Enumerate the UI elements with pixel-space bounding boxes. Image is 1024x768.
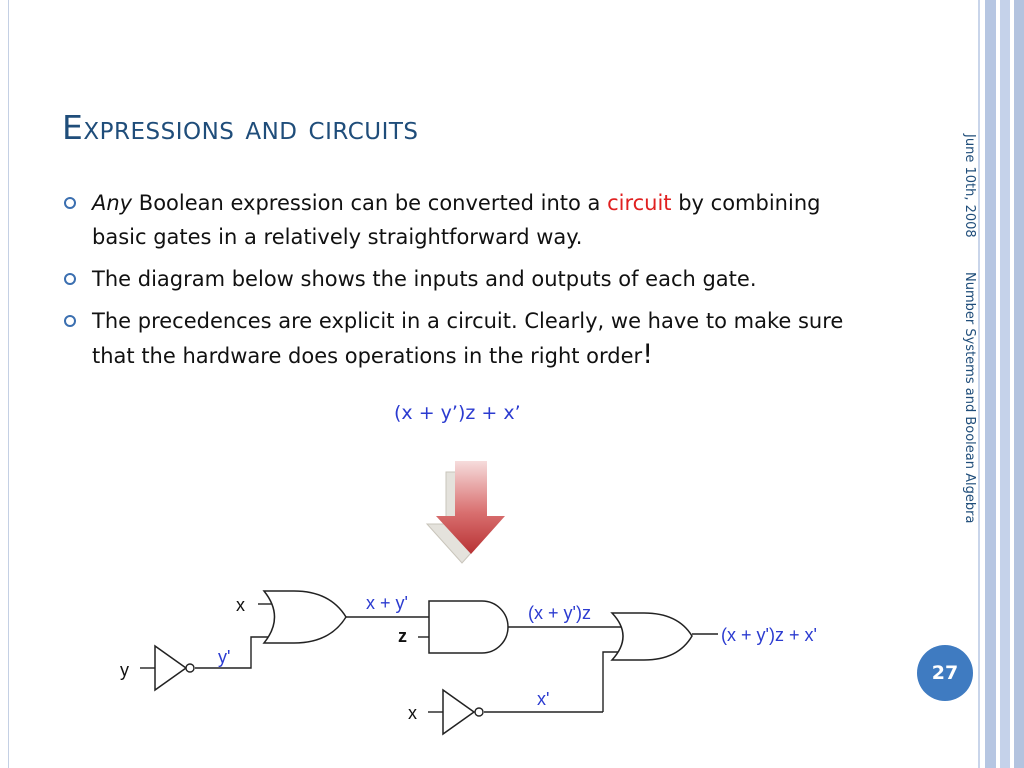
bullet-circle-icon: [64, 315, 76, 327]
side-date: June 10th, 2008: [962, 134, 977, 238]
page-number-badge: 27: [917, 645, 973, 701]
bullet-emphasis: Any: [92, 191, 133, 215]
not-gate-icon: [442, 688, 484, 736]
not-gate-icon: [154, 644, 195, 692]
final-output-label: (x + y')z + x': [721, 625, 817, 645]
slide-title: Expressions and circuits: [62, 108, 419, 147]
wire-x-not-label: x': [537, 689, 549, 709]
bullet-exclamation: !: [642, 339, 654, 370]
bullet-circle-icon: [64, 273, 76, 285]
frame-right-stripe: [1014, 0, 1024, 768]
bullet-text: The precedences are explicit in a circui…: [92, 309, 844, 368]
bullet-text: Boolean expression can be converted into…: [132, 191, 608, 215]
bullet-item: Any Boolean expression can be converted …: [62, 186, 862, 254]
and-output-label: (x + y')z: [528, 603, 591, 623]
input-y-label: y: [120, 660, 129, 680]
or-output-label: x + y': [366, 593, 408, 613]
input-z-label: z: [398, 626, 407, 646]
down-arrow-icon: [425, 461, 505, 564]
boolean-expression: (x + y’)z + x’: [394, 402, 521, 424]
frame-right-stripe: [1000, 0, 1010, 768]
bullet-circle-icon: [64, 197, 76, 209]
input-x-bottom-label: x: [408, 703, 417, 723]
or-gate-icon: [262, 590, 347, 644]
bullet-text: by combining basic gates in a relatively…: [92, 191, 821, 249]
bullet-text: The diagram below shows the inputs and o…: [92, 267, 757, 291]
bullet-item: The diagram below shows the inputs and o…: [62, 262, 862, 296]
input-x-label: x: [236, 595, 245, 615]
frame-right-stripe: [978, 0, 980, 768]
frame-left-line: [8, 0, 9, 768]
frame-right-stripe: [985, 0, 996, 768]
wire-y-not-label: y': [218, 647, 230, 667]
side-topic: Number Systems and Boolean Algebra: [962, 272, 977, 524]
or-gate-icon: [610, 612, 693, 661]
and-gate-icon: [428, 600, 509, 654]
bullet-highlight: circuit: [607, 191, 672, 215]
bullet-item: The precedences are explicit in a circui…: [62, 304, 862, 373]
bullet-list: Any Boolean expression can be converted …: [62, 186, 862, 381]
